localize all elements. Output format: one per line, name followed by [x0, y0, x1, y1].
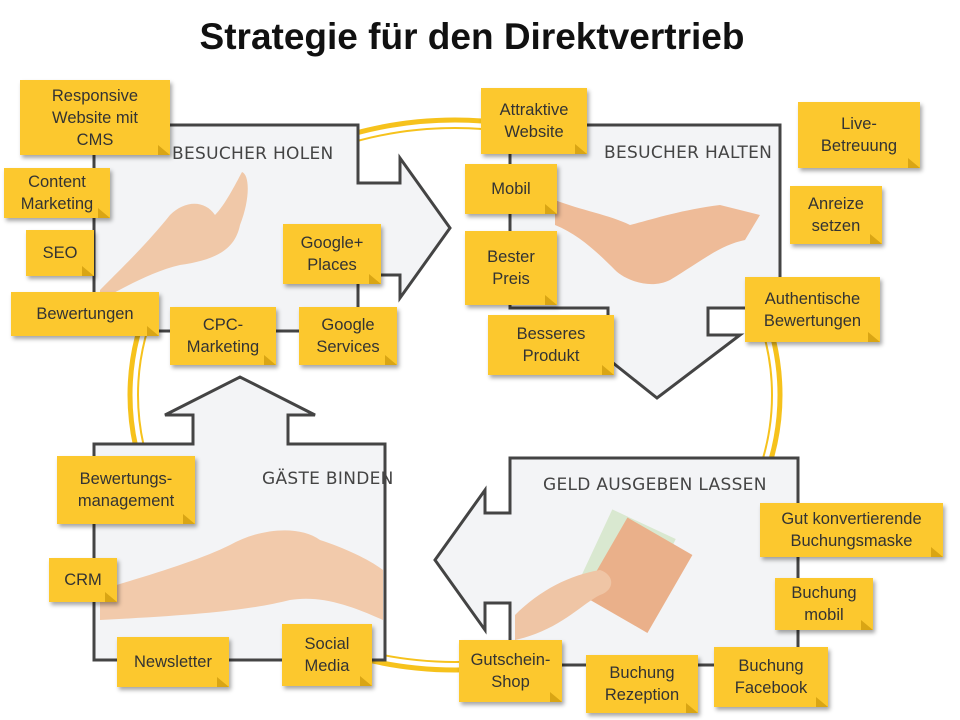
note-cpc-marketing: CPC- Marketing — [170, 307, 276, 365]
note-newsletter: Newsletter — [117, 637, 229, 687]
note-buchung-mobil: Buchung mobil — [775, 578, 873, 630]
note-bewertungen: Bewertungen — [11, 292, 159, 336]
note-attraktive-website: Attraktive Website — [481, 88, 587, 154]
section-label-geld-ausgeben: GELD AUSGEBEN LASSEN — [543, 475, 767, 495]
beckoning-hand-image — [100, 172, 248, 300]
note-buchung-facebook: Buchung Facebook — [714, 647, 828, 707]
note-content-marketing: Content Marketing — [4, 168, 110, 218]
note-buchungsmaske: Gut konvertierende Buchungsmaske — [760, 503, 943, 557]
note-anreize-setzen: Anreize setzen — [790, 186, 882, 244]
note-besseres-produkt: Besseres Produkt — [488, 315, 614, 375]
page-title: Strategie für den Direktvertrieb — [199, 16, 745, 57]
note-seo: SEO — [26, 230, 94, 276]
note-buchung-rezeption: Buchung Rezeption — [586, 655, 698, 713]
note-crm: CRM — [49, 558, 117, 602]
section-label-besucher-holen: BESUCHER HOLEN — [172, 144, 334, 164]
cycle-ring — [127, 117, 783, 673]
note-responsive-website: Responsive Website mit CMS — [20, 80, 170, 155]
note-bewertungsmanagement: Bewertungs- management — [57, 456, 195, 524]
note-google-places: Google+ Places — [283, 224, 381, 284]
note-google-services: Google Services — [299, 307, 397, 365]
note-mobil: Mobil — [465, 164, 557, 214]
holding-hands-image — [100, 530, 383, 620]
note-social-media: Social Media — [282, 624, 372, 686]
money-hand-image — [515, 509, 693, 640]
note-live-betreuung: Live- Betreuung — [798, 102, 920, 168]
note-gutschein-shop: Gutschein- Shop — [459, 640, 562, 702]
cycle-ring-inner — [137, 127, 773, 663]
handshake-image — [555, 200, 760, 285]
section-label-gaeste-binden: GÄSTE BINDEN — [262, 469, 394, 489]
section-label-besucher-halten: BESUCHER HALTEN — [604, 143, 773, 163]
note-bester-preis: Bester Preis — [465, 231, 557, 305]
note-authentische-bewertungen: Authentische Bewertungen — [745, 277, 880, 342]
